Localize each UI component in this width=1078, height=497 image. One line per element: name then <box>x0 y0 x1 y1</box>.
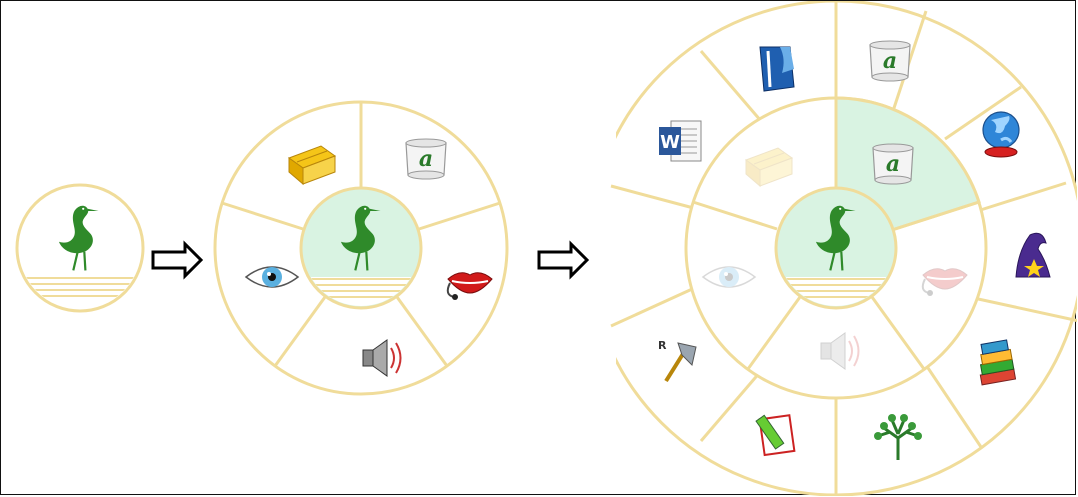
scroll-icon[interactable] <box>872 143 914 185</box>
arrow-right <box>151 242 203 278</box>
scroll-icon[interactable] <box>405 138 447 180</box>
word-icon-letter: W <box>660 132 680 153</box>
axe-icon-letter: R <box>658 339 667 352</box>
stage-1-menu[interactable] <box>15 183 145 313</box>
stage-3-menu: R W <box>610 1 1077 496</box>
axe-icon[interactable]: R <box>658 339 698 383</box>
stage-2-menu <box>213 100 509 396</box>
globe-icon[interactable] <box>981 110 1021 159</box>
arrow-right <box>537 242 589 278</box>
stage-2-center[interactable] <box>297 186 425 317</box>
blue-book-icon[interactable] <box>758 45 796 93</box>
stage-3-inner-dividers <box>692 98 980 370</box>
word-document-icon[interactable]: W <box>658 120 702 162</box>
stage-2-dividers <box>221 102 501 367</box>
scroll-icon[interactable] <box>869 40 911 82</box>
